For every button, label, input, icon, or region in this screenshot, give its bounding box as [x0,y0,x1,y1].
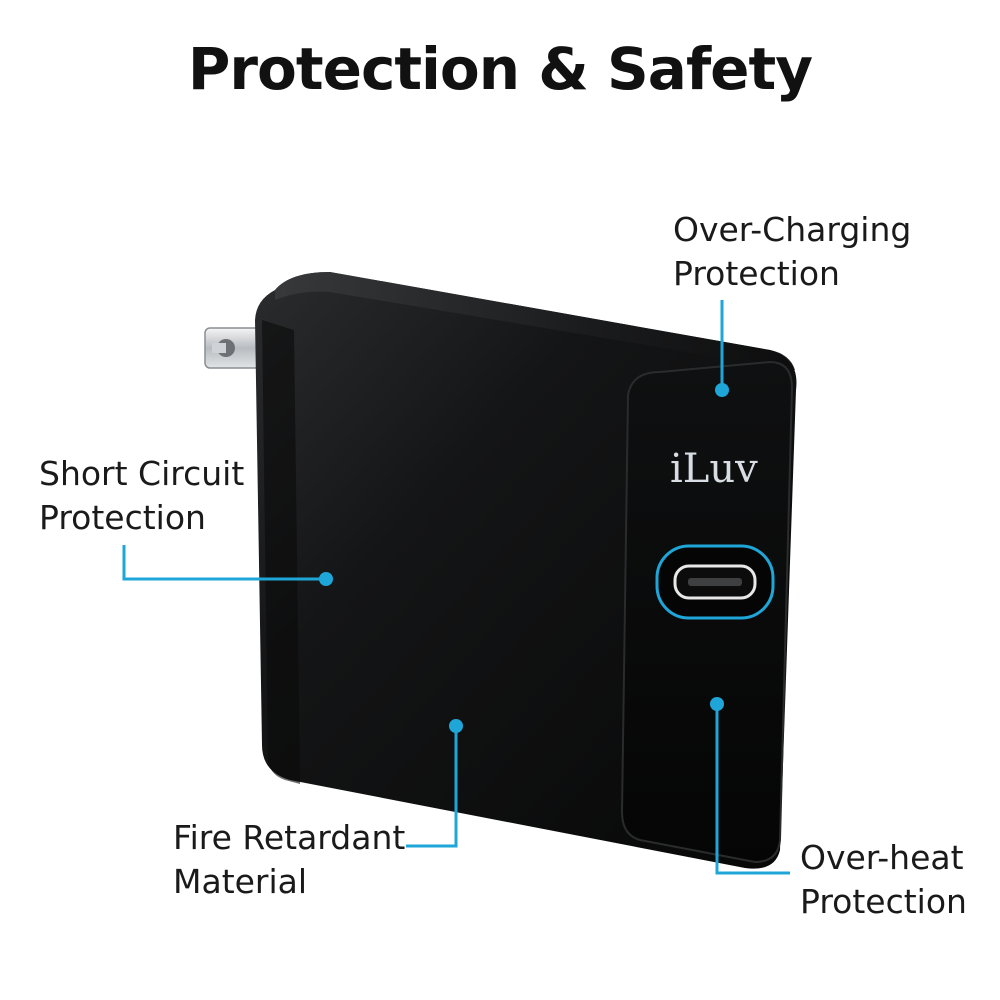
callout-over-heat-line1: Over-heat [800,838,964,877]
over-heat-leader [715,704,790,875]
usb-c-port-icon [655,544,775,620]
callout-over-charging-line1: Over-Charging [673,210,912,249]
callout-short-circuit-line1: Short Circuit [39,454,245,493]
callout-over-heat: Over-heat Protection [800,836,967,924]
callout-short-circuit-line2: Protection [39,498,206,537]
callout-fire-retardant: Fire Retardant Material [173,816,405,904]
page-title: Protection & Safety [187,35,813,103]
fire-retardant-leader [406,726,458,848]
over-heat-dot [710,697,724,711]
callout-fire-retardant-line2: Material [173,862,308,901]
over-charging-dot [715,383,729,397]
plug-prongs-icon [204,327,261,369]
callout-fire-retardant-line1: Fire Retardant [173,818,406,857]
fire-retardant-dot [449,719,463,733]
callout-short-circuit: Short Circuit Protection [39,452,244,540]
callout-over-heat-line2: Protection [800,882,967,921]
callout-over-charging: Over-Charging Protection [673,208,911,296]
brand-logo: iLuv [670,446,758,492]
callout-over-charging-line2: Protection [673,254,840,293]
charger-body [255,272,797,869]
short-circuit-dot [319,572,333,586]
short-circuit-leader [122,545,326,581]
